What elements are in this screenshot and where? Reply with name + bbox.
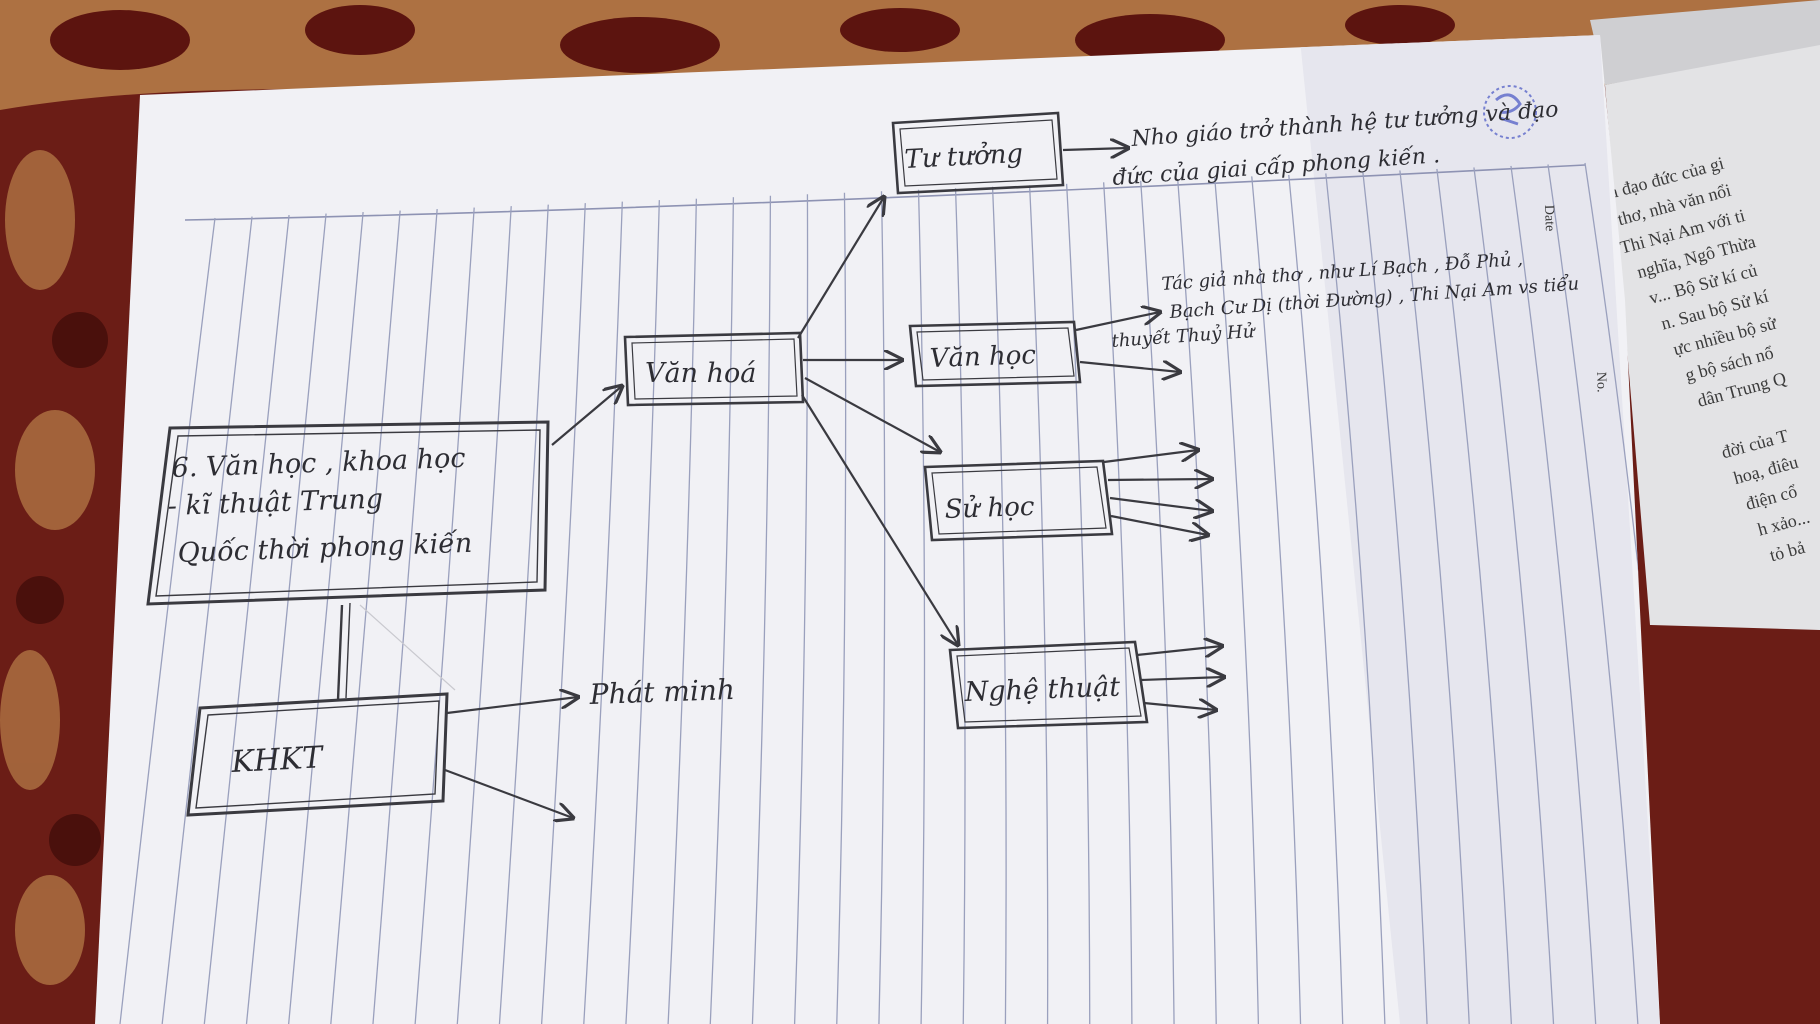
ruled-lines [119,162,1660,1024]
rule-line [330,210,401,1024]
connectors [336,148,1224,818]
rule-line [456,206,512,1024]
art-label: Nghệ thuật [963,672,1121,708]
rule-line [540,203,586,1024]
rule-line [1399,170,1470,1024]
science-box [186,692,449,817]
rule-line [625,200,660,1024]
rule-line [288,211,364,1024]
literature-label: Văn học [929,340,1037,374]
literature-box [908,320,1082,388]
rule-line [1177,179,1217,1024]
rule-line [1325,173,1386,1024]
rule-line [1510,165,1597,1024]
rule-line [1028,185,1049,1024]
rule-line [498,204,549,1024]
culture-label: Văn hoá [645,358,756,389]
rule-line [1251,176,1302,1024]
mind-map [146,111,1149,817]
thought-label: Tư tưởng [904,139,1024,175]
rule-line [414,207,475,1024]
paper-date-label: Date [1541,205,1557,232]
rule-line [793,194,809,1024]
rule-line [1473,167,1555,1024]
history-label: Sử học [944,492,1035,525]
rule-line [1140,180,1175,1024]
rule-line [1436,168,1512,1024]
culture-box [623,331,805,407]
rule-line [751,195,772,1024]
science-label: KHKT [230,740,326,780]
rule-line [836,192,847,1024]
rule-line [245,213,327,1024]
rule-line [709,197,735,1024]
rule-line [1065,183,1091,1024]
rule-line [917,189,926,1024]
rule-line [119,217,216,1024]
rule-line [1214,177,1260,1024]
paper-no-label: No. [1593,372,1609,393]
root-label: - kĩ thuật Trung [167,483,383,521]
history-box [923,459,1114,542]
invention-label: Phát minh [588,673,735,711]
rule-line [203,214,290,1024]
rule-line [991,186,1007,1024]
rule-line [1362,171,1428,1024]
rule-line [583,201,623,1024]
thought-box [891,111,1065,195]
art-box [948,640,1149,730]
rule-line [878,191,886,1024]
rule-line [954,188,966,1024]
notebook-paper: Date No. [95,35,1660,1024]
rule-line [667,198,698,1024]
rule-line [1288,174,1344,1024]
stamp-mark [1483,85,1537,139]
rule-line [1547,164,1639,1024]
rule-line [1103,182,1133,1024]
root-box [146,420,550,606]
book-page: và đạo đức của gi thơ, nhà văn nổi Thi N… [1590,0,1820,630]
